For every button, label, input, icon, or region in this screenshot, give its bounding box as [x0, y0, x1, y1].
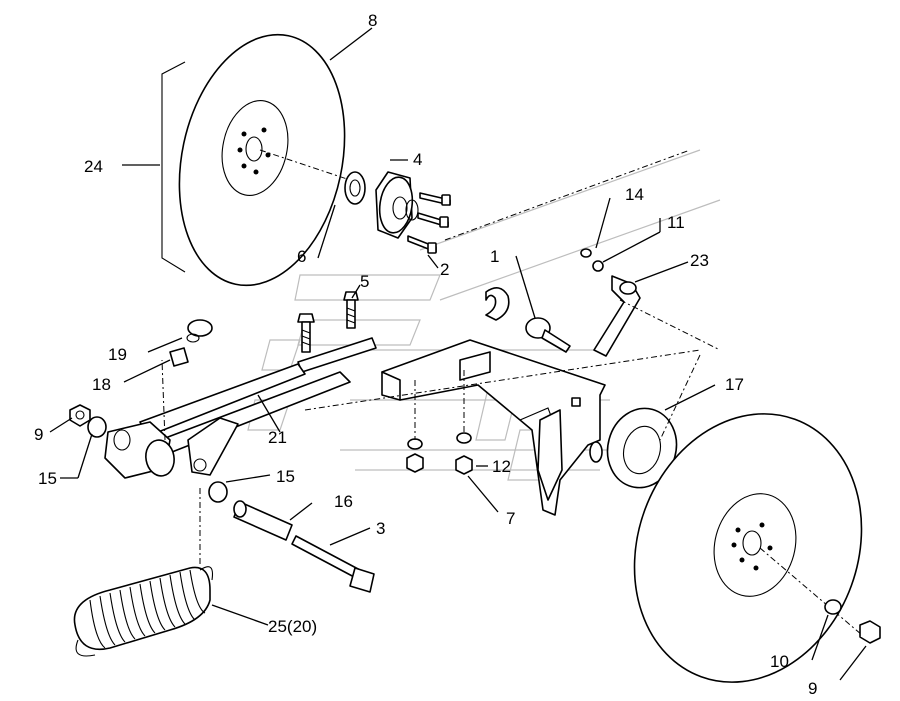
- part-18-fitting: [169, 347, 189, 367]
- part-8-disc-upper: [178, 33, 346, 287]
- part-9-nut-right: [859, 620, 881, 644]
- callout-24: 24: [84, 157, 103, 176]
- part-17-hub: [606, 407, 678, 489]
- part-4-hub: [375, 171, 419, 239]
- part-10-washer: [824, 599, 842, 615]
- callout-19: 19: [108, 345, 127, 364]
- callout-18: 18: [92, 375, 111, 394]
- part-15-bushing-right: [208, 481, 228, 503]
- callout-12: 12: [492, 457, 511, 476]
- callout-10: 10: [770, 652, 789, 671]
- callout-25: 25(20): [268, 617, 317, 636]
- part-11-nut: [592, 260, 604, 272]
- callout-1: 1: [490, 247, 499, 266]
- callout-17: 17: [725, 375, 744, 394]
- part-14-washer: [580, 248, 592, 258]
- callout-6: 6: [297, 247, 306, 266]
- callout-5: 5: [360, 272, 369, 291]
- callout-21: 21: [268, 428, 287, 447]
- callout-4: 4: [413, 150, 422, 169]
- callout-7: 7: [506, 509, 515, 528]
- part-1-pin: [485, 287, 571, 353]
- callout-2: 2: [440, 260, 449, 279]
- part-6-bearing: [344, 171, 366, 205]
- part-23-scraper: [593, 275, 641, 357]
- callout-14: 14: [625, 185, 644, 204]
- callout-9-right: 9: [808, 679, 817, 698]
- part-19-cap: [186, 319, 213, 343]
- part-9-nut-left: [69, 404, 91, 427]
- callout-16: 16: [334, 492, 353, 511]
- callout-15-right: 15: [276, 467, 295, 486]
- part-12-washers: [407, 432, 472, 450]
- part-25-spring: [73, 566, 214, 657]
- callout-11: 11: [667, 213, 685, 232]
- part-3-bolt: [291, 535, 375, 593]
- main-bracket: [381, 339, 606, 516]
- part-2-bolts: [407, 192, 451, 254]
- callout-15-left: 15: [38, 469, 57, 488]
- callout-9-left: 9: [34, 425, 43, 444]
- callout-3: 3: [376, 519, 385, 538]
- callout-23: 23: [690, 251, 709, 270]
- callout-labels: 8 24 4 6 2 5 19 18 9 15 21 15 16 3 25(20…: [34, 11, 817, 698]
- part-disc-lower: [633, 413, 863, 683]
- part-15-bushing-left: [87, 416, 107, 438]
- part-16-sleeve: [233, 500, 293, 541]
- part-24-bracket: [122, 61, 186, 273]
- part-21-arm: [104, 337, 377, 479]
- part-5-bolts: [297, 291, 359, 353]
- callout-8: 8: [368, 11, 377, 30]
- leaders: [49, 27, 867, 681]
- part-7-nuts: [406, 453, 473, 475]
